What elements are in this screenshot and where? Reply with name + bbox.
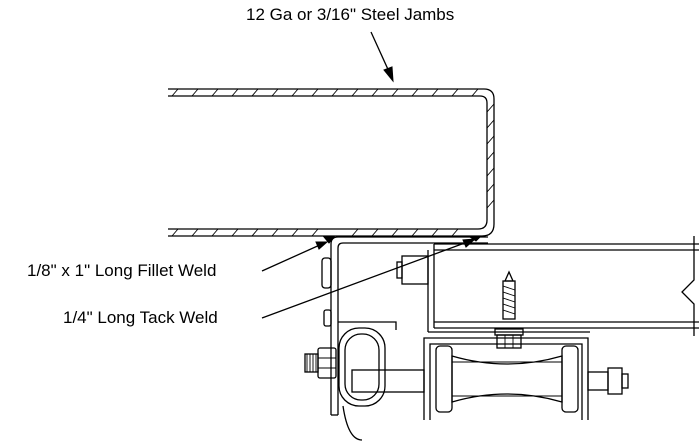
tek-screw xyxy=(494,270,524,349)
jamb-hatch-bottom xyxy=(171,228,459,237)
callout-steel-jambs: 12 Ga or 3/16" Steel Jambs xyxy=(246,5,454,24)
roller-assembly xyxy=(304,321,629,441)
callout-fillet-weld: 1/8" x 1" Long Fillet Weld xyxy=(27,261,216,280)
leader-jambs xyxy=(370,31,394,83)
jamb-hatch-web xyxy=(486,103,495,209)
track-section xyxy=(396,236,699,336)
steel-jamb xyxy=(168,88,495,237)
leader-tack-weld xyxy=(261,238,477,319)
jamb-hatch-top xyxy=(171,88,479,97)
callout-tack-weld: 1/4" Long Tack Weld xyxy=(63,308,218,327)
mounting-bracket xyxy=(321,236,488,416)
leader-fillet-weld xyxy=(261,241,329,272)
